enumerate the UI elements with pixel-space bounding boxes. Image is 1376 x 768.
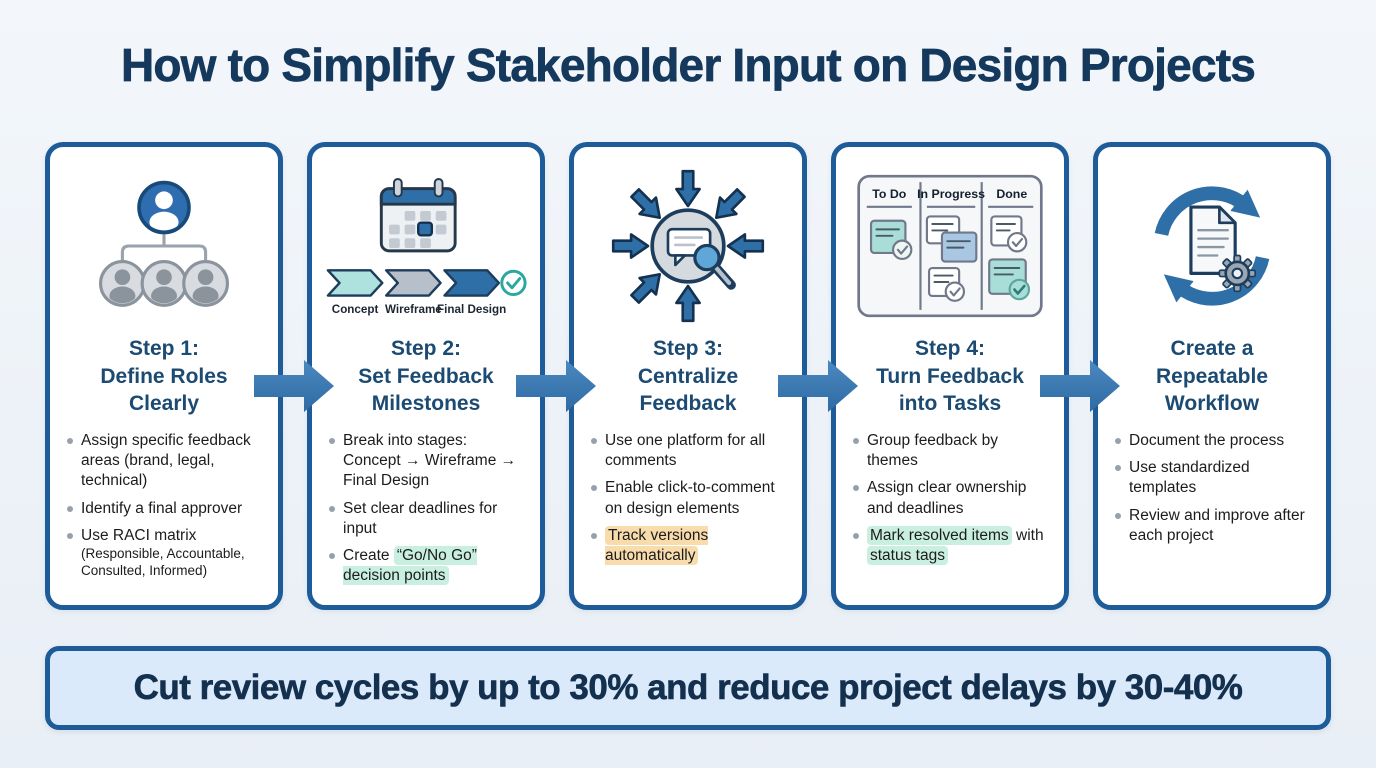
bullet-list: Break into stages: Concept → Wireframe →…	[312, 431, 540, 593]
bullet-item: Document the process	[1115, 431, 1314, 451]
calendar-milestones-icon: Concept Wireframe Final Design	[312, 147, 540, 333]
bullet-dot	[329, 552, 335, 559]
bullet-dot	[1115, 438, 1121, 445]
flow-arrow-3	[778, 360, 858, 412]
bullet-dot	[853, 532, 859, 539]
bullet-dot	[591, 438, 597, 445]
bullet-dot	[591, 485, 597, 492]
step-card-2: Concept Wireframe Final Design Step 2: S…	[307, 142, 545, 610]
kanban-col-done: Done	[996, 187, 1027, 201]
highlighted-text: Mark resolved items	[867, 525, 1012, 545]
bullet-item: Group feedback by themes	[853, 431, 1052, 471]
kanban-col-inprogress: In Progress	[917, 187, 985, 201]
bullet-item: Mark resolved items with status tags	[853, 525, 1052, 566]
bullet-dot	[67, 438, 73, 445]
bullet-item: Use one platform for all comments	[591, 431, 790, 471]
bullet-item: Enable click-to-comment on design elemen…	[591, 478, 790, 518]
centralize-feedback-icon	[574, 147, 802, 333]
bullet-item: Assign specific feedback areas (brand, l…	[67, 431, 266, 491]
bullet-item: Set clear deadlines for input	[329, 499, 528, 539]
flow-arrow-2	[516, 360, 596, 412]
bullet-dot	[853, 438, 859, 445]
bullet-list: Document the process Use standardized te…	[1098, 431, 1326, 553]
bullet-dot	[1115, 465, 1121, 472]
kanban-col-todo: To Do	[872, 187, 907, 201]
results-banner: Cut review cycles by up to 30% and reduc…	[45, 646, 1331, 730]
bullet-list: Assign specific feedback areas (brand, l…	[50, 431, 278, 586]
bullet-item: Track versions automatically	[591, 525, 790, 566]
bullet-list: Use one platform for all comments Enable…	[574, 431, 802, 573]
bullet-item: Use RACI matrix(Responsible, Accountable…	[67, 526, 266, 580]
bullet-dot	[329, 505, 335, 512]
milestone-label-concept: Concept	[332, 303, 379, 316]
bullet-dot	[329, 438, 335, 445]
bullet-item: Use standardized templates	[1115, 458, 1314, 498]
highlighted-text: Track versions automatically	[605, 525, 709, 565]
bullet-dot	[67, 505, 73, 512]
bullet-item: Review and improve after each project	[1115, 506, 1314, 546]
step-card-5: Create a Repeatable Workflow Document th…	[1093, 142, 1331, 610]
milestone-label-final-design: Final Design	[437, 303, 506, 316]
step-title: Create a Repeatable Workflow	[1155, 337, 1269, 416]
step-title: Step 1: Define Roles Clearly	[100, 337, 228, 416]
step-card-4: To Do In Progress Done	[831, 142, 1069, 610]
bullet-item: Create “Go/No Go” decision points	[329, 545, 528, 586]
bullet-item: Assign clear ownership and deadlines	[853, 478, 1052, 518]
repeat-workflow-icon	[1098, 147, 1326, 333]
step-title: Step 3: Centralize Feedback	[637, 337, 739, 416]
org-chart-icon	[50, 147, 278, 333]
highlighted-text: status tags	[867, 545, 948, 565]
results-banner-text: Cut review cycles by up to 30% and reduc…	[133, 668, 1243, 708]
bullet-dot	[853, 485, 859, 492]
bullet-item: Identify a final approver	[67, 499, 266, 519]
step-title: Step 2: Set Feedback Milestones	[358, 337, 494, 416]
steps-row: Step 1: Define Roles Clearly Assign spec…	[45, 142, 1331, 610]
kanban-board-icon: To Do In Progress Done	[836, 147, 1064, 333]
bullet-list: Group feedback by themes Assign clear ow…	[836, 431, 1064, 573]
step-card-3: Step 3: Centralize Feedback Use one plat…	[569, 142, 807, 610]
bullet-dot	[1115, 512, 1121, 519]
step-card-1: Step 1: Define Roles Clearly Assign spec…	[45, 142, 283, 610]
step-title: Step 4: Turn Feedback into Tasks	[876, 337, 1024, 416]
flow-arrow-1	[254, 360, 334, 412]
page-title: How to Simplify Stakeholder Input on Des…	[120, 39, 1257, 92]
bullet-item: Break into stages: Concept → Wireframe →…	[329, 431, 528, 491]
flow-arrow-4	[1040, 360, 1120, 412]
milestone-label-wireframe: Wireframe	[385, 303, 442, 316]
bullet-dot	[591, 532, 597, 539]
bullet-dot	[67, 532, 73, 539]
